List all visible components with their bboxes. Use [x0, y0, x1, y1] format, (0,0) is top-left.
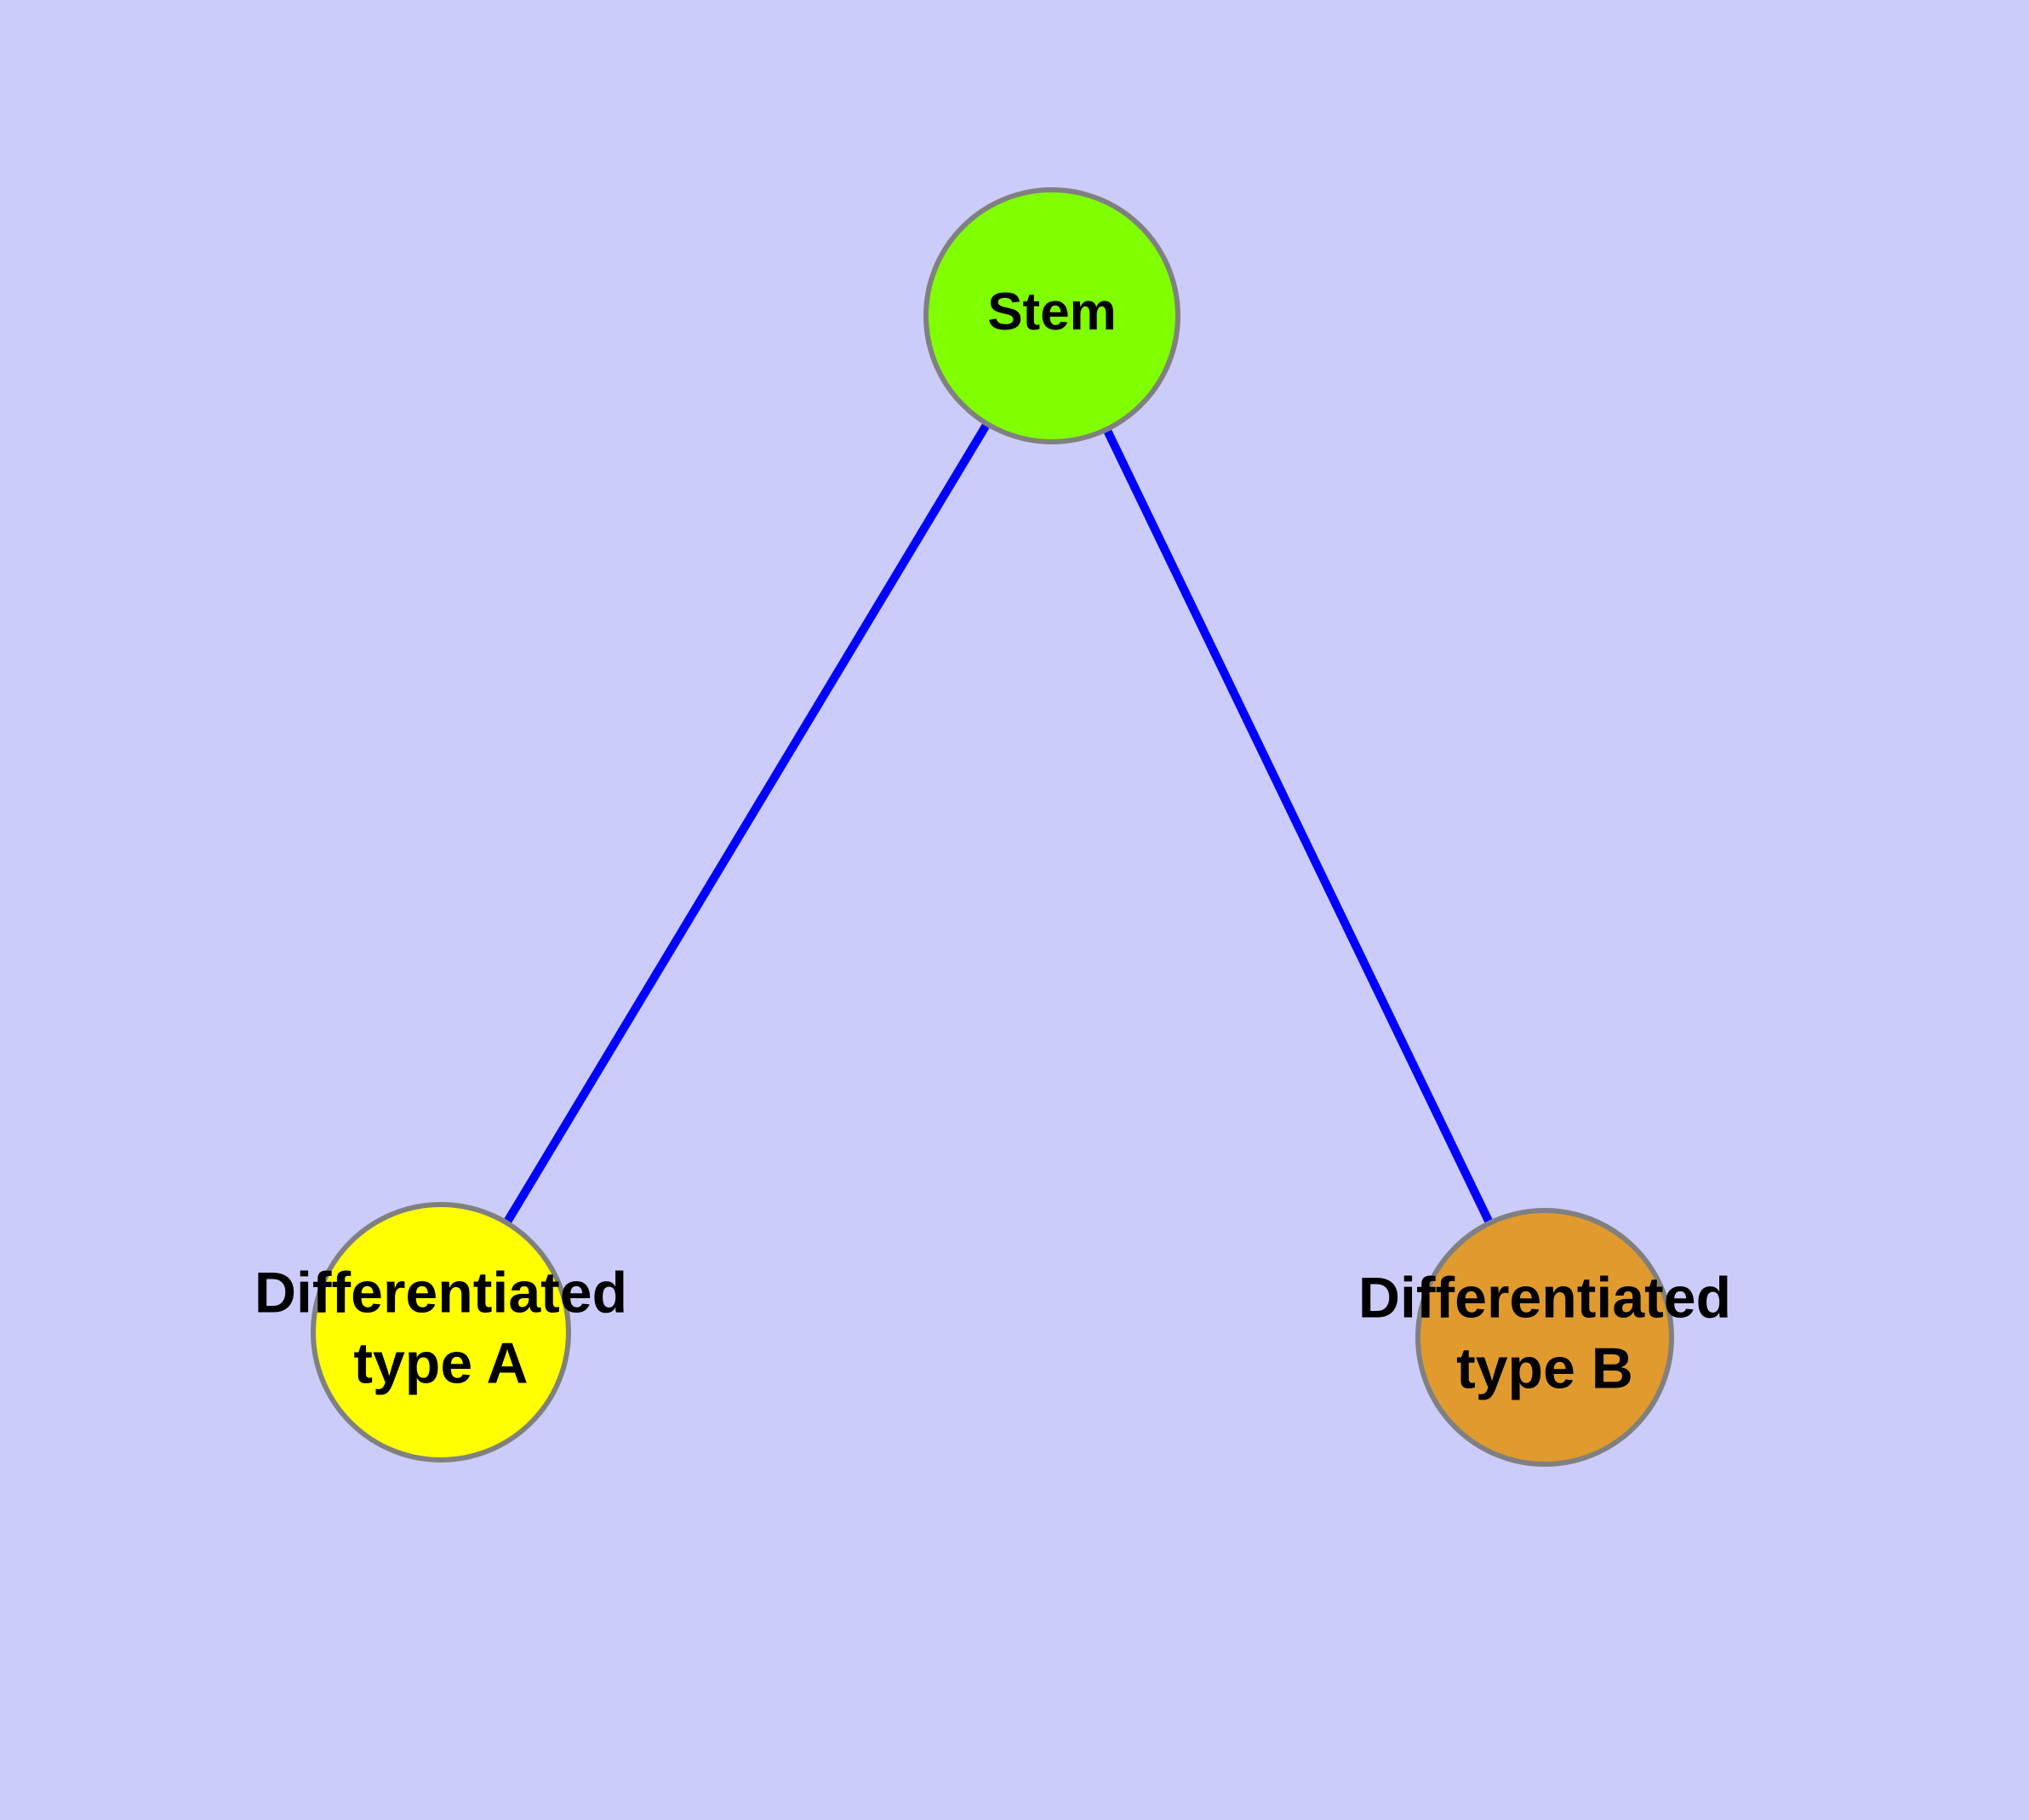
node-label-stem: Stem	[987, 283, 1117, 341]
graph-node-stem[interactable]: Stem	[923, 187, 1180, 444]
node-circle[interactable]	[311, 1202, 571, 1462]
edge-layer	[504, 423, 1493, 1223]
node-circle[interactable]	[1415, 1208, 1674, 1467]
node-label-line: Stem	[987, 283, 1117, 341]
node-label-line: Differentiated	[1358, 1265, 1731, 1330]
graph-edge[interactable]	[1104, 429, 1493, 1223]
graph-edge[interactable]	[504, 423, 990, 1223]
node-label-line: type A	[353, 1331, 528, 1395]
node-label-line: type B	[1456, 1336, 1633, 1400]
node-label-line: Differentiated	[254, 1260, 627, 1325]
node-circle[interactable]	[923, 187, 1180, 444]
